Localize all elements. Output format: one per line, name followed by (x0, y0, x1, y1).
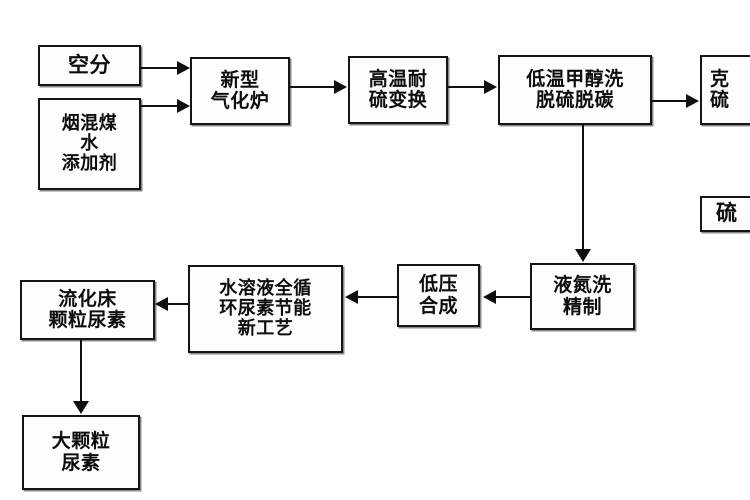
node-fluidbed-granular[interactable]: 流化床 颗粒尿素 (20, 280, 155, 340)
arrowhead-ht-shift-to-methanol-wash (484, 80, 497, 94)
arrowhead-liquid-n2-wash-to-lp-synthesis (483, 290, 496, 304)
edge-new-gasifier-to-ht-shift (290, 86, 336, 88)
node-lp-synthesis[interactable]: 低压 合成 (397, 264, 480, 327)
arrowhead-methanol-wash-to-liquid-n2-wash (575, 249, 591, 262)
edge-coal-water-to-new-gasifier (141, 105, 185, 107)
arrowhead-air-separation-to-new-gasifier (177, 61, 190, 75)
arrowhead-lp-synthesis-to-urea-new-process (345, 290, 358, 304)
edge-methanol-wash-to-claus (652, 100, 688, 102)
arrowhead-coal-water-to-new-gasifier (177, 99, 190, 113)
arrowhead-methanol-wash-to-claus (686, 94, 699, 108)
edge-air-separation-to-new-gasifier (141, 67, 185, 69)
edge-ht-shift-to-methanol-wash (448, 86, 486, 88)
node-large-granular[interactable]: 大颗粒 尿素 (22, 415, 140, 490)
edge-urea-new-process-to-fluidbed (168, 303, 188, 305)
node-ht-sulfur-shift[interactable]: 高温耐 硫变换 (348, 56, 448, 124)
edge-methanol-wash-to-liquid-n2-wash (582, 125, 584, 251)
edge-liquid-n2-wash-to-lp-synthesis (496, 296, 530, 298)
node-sulfur-tail[interactable]: 硫 (700, 196, 750, 232)
node-urea-new-process[interactable]: 水溶液全循 环尿素节能 新工艺 (188, 265, 343, 353)
node-liquid-n2-wash[interactable]: 液氮洗 精制 (530, 263, 635, 330)
node-new-gasifier[interactable]: 新型 气化炉 (190, 57, 290, 125)
arrowhead-urea-new-process-to-fluidbed (155, 297, 168, 311)
arrowhead-fluidbed-to-large-granular (73, 401, 89, 414)
node-air-separation[interactable]: 空分 (38, 45, 141, 86)
edge-lp-synthesis-to-urea-new-process (358, 296, 397, 298)
node-methanol-wash[interactable]: 低温甲醇洗 脱硫脱碳 (498, 55, 652, 125)
node-claus-sulfur[interactable]: 克 硫 (700, 55, 750, 125)
edge-fluidbed-to-large-granular (80, 340, 82, 403)
node-coal-water-additive[interactable]: 烟混煤 水 添加剂 (38, 98, 141, 190)
arrowhead-new-gasifier-to-ht-shift (334, 80, 347, 94)
